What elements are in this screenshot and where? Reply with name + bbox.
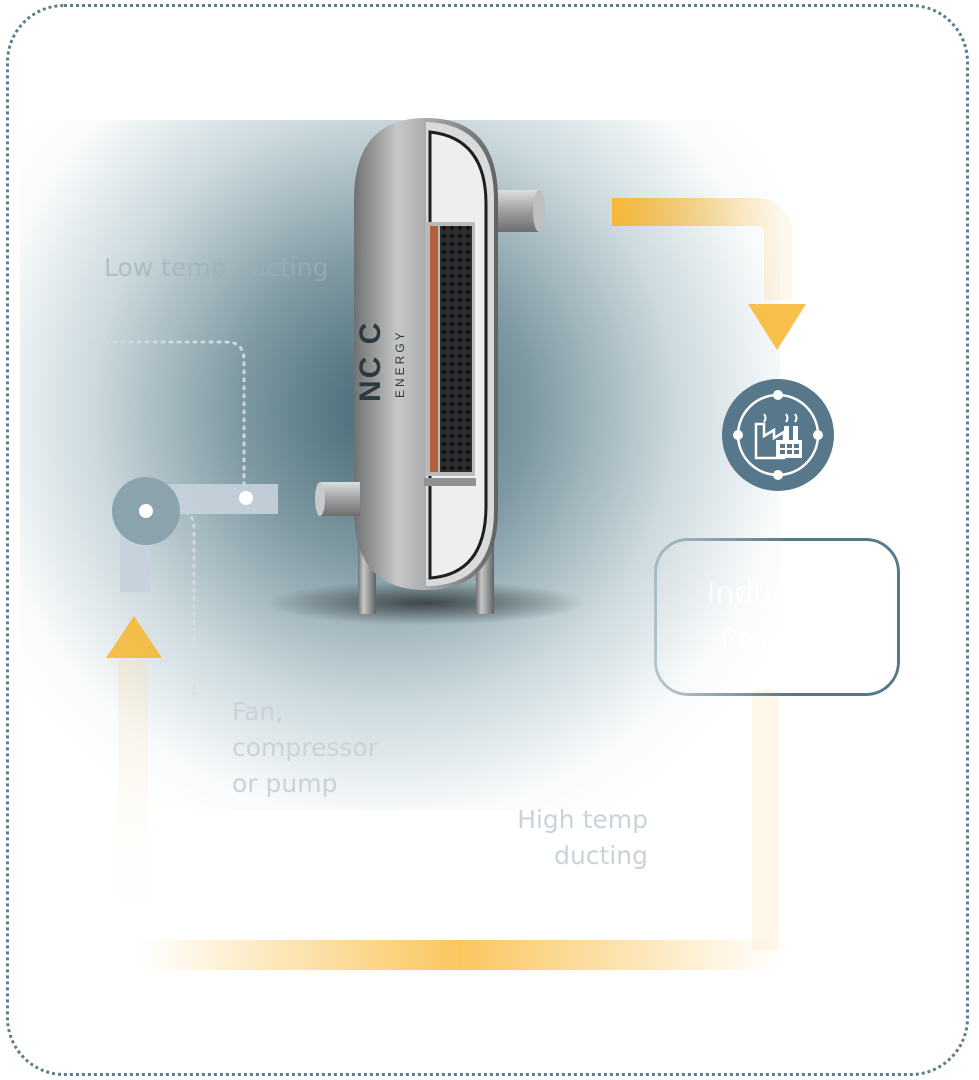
low-temp-text: Low temp ducting	[104, 253, 329, 282]
right-duct	[752, 690, 778, 950]
fan-label: Fan, compressor or pump	[232, 694, 402, 802]
top-high-temp-duct	[612, 198, 792, 300]
low-temp-label: Low temp ducting	[104, 250, 328, 286]
logo-sub-text: ENERGY	[393, 329, 407, 398]
bottom-duct	[140, 940, 780, 970]
vessel-shadow	[265, 581, 585, 625]
industrial-process-box: Industrial Process	[654, 538, 900, 696]
arrow-down-icon	[748, 304, 806, 350]
industrial-process-text: Industrial Process	[706, 576, 848, 657]
arrow-up-icon	[106, 616, 162, 658]
low-temp-dotted-line	[88, 340, 246, 498]
high-temp-text: High temp ducting	[517, 805, 648, 870]
card-frame	[6, 4, 969, 1076]
high-temp-label: High temp ducting	[508, 802, 648, 874]
left-duct	[118, 660, 148, 960]
factory-icon	[722, 379, 834, 491]
fan-icon	[112, 477, 278, 592]
heat-exchanger-vessel: NC C ENERGY	[315, 118, 545, 614]
fan-text: Fan, compressor or pump	[232, 697, 378, 798]
logo-main-text: NC C	[354, 321, 387, 402]
